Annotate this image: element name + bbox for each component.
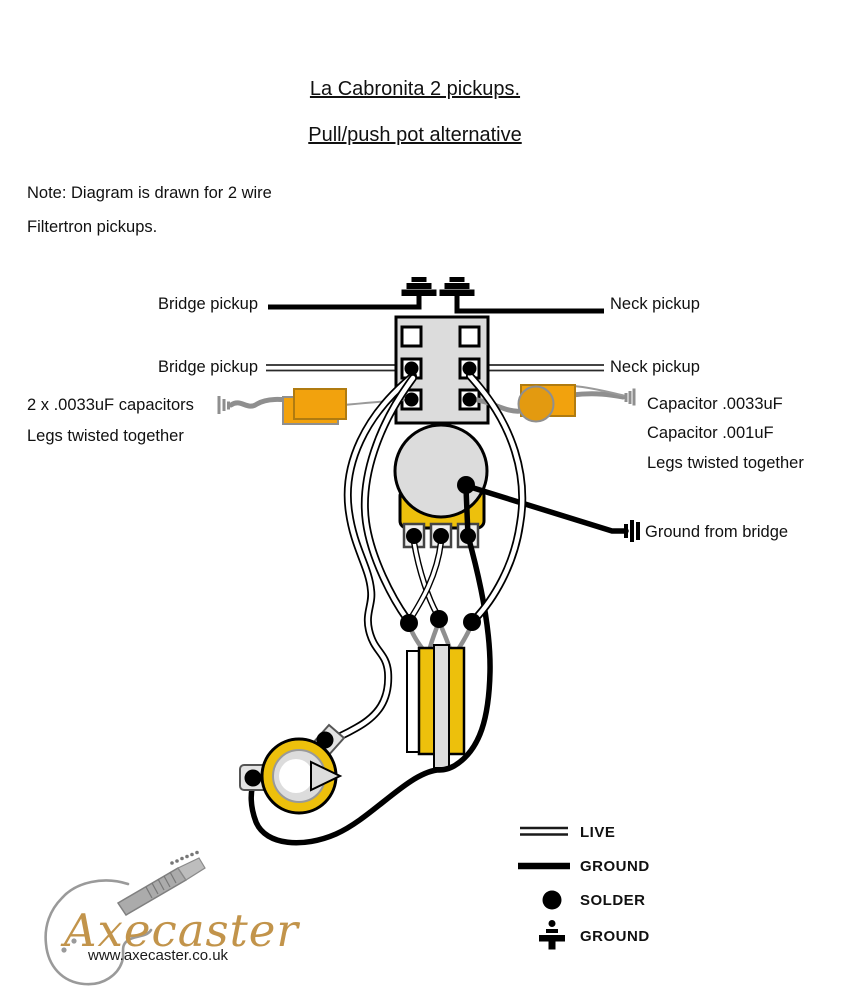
tone-capacitor-block — [406, 644, 466, 769]
neck-ground-wire — [454, 295, 604, 314]
label-right-capacitors-3: Legs twisted together — [647, 454, 804, 472]
legend-solder-symbol — [542, 890, 562, 910]
note-line-1: Note: Diagram is drawn for 2 wire — [27, 184, 272, 202]
neck-ground-symbol — [439, 277, 475, 296]
label-left-capacitors-2: Legs twisted together — [27, 427, 184, 445]
ground-from-bridge-wire — [464, 483, 640, 542]
jack-sleeve-solder-dot — [244, 769, 262, 787]
label-neck-pickup-live: Neck pickup — [610, 358, 700, 376]
label-right-capacitors-2: Capacitor .001uF — [647, 424, 774, 442]
brand-name: Axecaster — [60, 904, 300, 957]
tuner-dots — [170, 850, 199, 865]
output-jack — [239, 723, 346, 815]
pot-lug-solder-dots — [406, 528, 476, 544]
legend-label-earth: GROUND — [580, 928, 650, 945]
guitar-neck — [116, 850, 206, 917]
switch-lug-empty — [458, 325, 481, 348]
guitar-body-outline — [44, 879, 153, 986]
label-right-capacitors-1: Capacitor .0033uF — [647, 395, 783, 413]
page-title: La Cabronita 2 pickups. — [309, 78, 521, 100]
guitar-body-dot — [71, 938, 77, 944]
jack-tip-contact — [310, 760, 343, 792]
note-line-2: Filtertron pickups. — [27, 218, 158, 236]
label-left-capacitors-1: 2 x .0033uF capacitors — [27, 396, 194, 414]
switch-lug-empty — [400, 325, 423, 348]
left-capacitors — [282, 388, 347, 425]
label-neck-pickup-ground: Neck pickup — [610, 295, 700, 313]
label-bridge-pickup-live: Bridge pickup — [158, 358, 258, 376]
right-capacitors — [517, 384, 576, 423]
bridge-ground-symbol — [401, 277, 437, 296]
bridge-live-wire — [266, 364, 405, 372]
guitar-body-dot — [61, 947, 67, 953]
twisted-legs-connector-right — [624, 388, 636, 406]
twisted-legs-connector-left — [217, 396, 230, 414]
legend-label-solder: SOLDER — [580, 892, 646, 909]
brand-url: www.axecaster.co.uk — [88, 947, 229, 964]
ground-loop-wire — [248, 485, 493, 846]
jack-tip-solder-dot — [316, 731, 334, 749]
legend-label-live: LIVE — [580, 824, 616, 841]
switch-lug-solder-dots — [404, 361, 477, 407]
page-subtitle: Pull/push pot alternative — [308, 124, 522, 146]
ground-from-bridge-connector — [624, 520, 640, 542]
axecaster-logo-graphic: Axecaster — [44, 850, 300, 986]
junction-solder-dots — [400, 610, 481, 632]
pot-back-solder-dot — [457, 476, 475, 494]
label-bridge-pickup-ground: Bridge pickup — [158, 295, 258, 313]
legend-label-ground: GROUND — [580, 858, 650, 875]
pot-body — [393, 423, 489, 519]
legend-live-symbol — [520, 826, 568, 836]
neck-live-wire — [476, 364, 604, 372]
label-ground-from-bridge: Ground from bridge — [645, 523, 789, 541]
bridge-ground-wire — [268, 295, 422, 310]
legend-earth-symbol — [539, 920, 565, 950]
live-wire-arcs — [323, 372, 527, 746]
